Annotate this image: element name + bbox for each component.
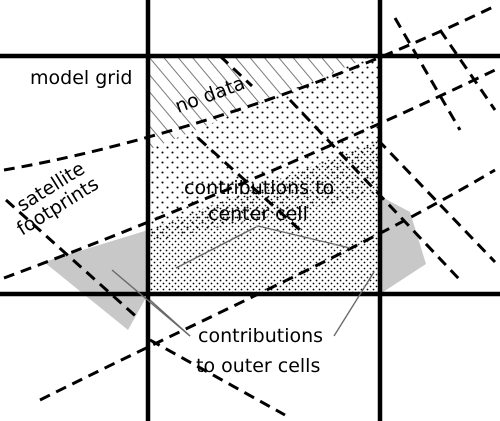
footprint-cross-3 — [196, 136, 302, 232]
footprint-cross-8 — [438, 29, 497, 111]
satellite-footprint-grid — [3, 4, 497, 417]
center-cell-label-line1: contributions to — [184, 177, 334, 199]
outer-cells-label-line2: to outer cells — [196, 355, 320, 377]
center-cell-label-line2: center cell — [208, 203, 308, 225]
leader-lines — [111, 225, 375, 337]
footprint-cross-6 — [376, 138, 497, 264]
footprint-cross-7 — [393, 17, 462, 131]
outer-contribution-right — [380, 196, 426, 294]
outer-contribution-left — [44, 230, 148, 330]
outer-cells-label-line1: contributions — [198, 325, 323, 347]
footprint-row-3 — [39, 168, 496, 402]
footprint-cross-2 — [149, 338, 286, 417]
model-grid-label: model grid — [30, 67, 132, 89]
footprint-cross-5 — [288, 98, 462, 282]
leader-center-left — [175, 225, 259, 269]
footprint-cross-1 — [4, 198, 142, 322]
leader-outer-3 — [333, 271, 375, 337]
center-cell-dense-coverage — [148, 140, 380, 294]
footprint-row-1 — [3, 4, 496, 172]
leader-center-right — [257, 225, 351, 249]
leader-outer-2 — [149, 299, 191, 337]
footprint-cross-4 — [218, 54, 254, 88]
